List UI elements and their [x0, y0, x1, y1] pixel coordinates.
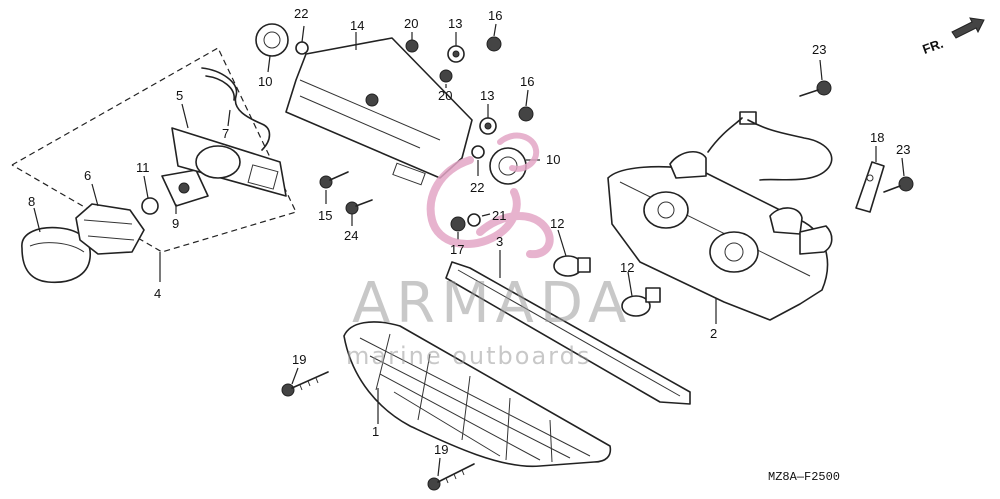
part-7-wire — [201, 67, 271, 151]
watermark-logo — [426, 132, 554, 259]
part-23-bolt-right — [883, 157, 914, 193]
part-15-screw — [319, 171, 349, 204]
front-direction-arrow — [951, 17, 985, 39]
front-direction-label: FR. — [920, 36, 945, 57]
label-6: 6 — [84, 168, 91, 183]
label-9: 9 — [172, 216, 179, 231]
part-12-bulb-b — [621, 271, 661, 317]
part-21-washer — [467, 213, 491, 227]
part-14-bracket — [285, 32, 473, 186]
part-18-bracket — [855, 146, 885, 213]
label-3: 3 — [496, 234, 503, 249]
label-13-mid: 13 — [480, 88, 494, 103]
label-21: 21 — [492, 208, 506, 223]
part-20-nut-top — [405, 32, 419, 53]
label-8: 8 — [28, 194, 35, 209]
label-2: 2 — [710, 326, 717, 341]
label-16-top: 16 — [488, 8, 502, 23]
label-22-mid: 22 — [470, 180, 484, 195]
part-2-housing — [607, 151, 833, 324]
part-22-mid — [471, 145, 485, 176]
label-5: 5 — [176, 88, 183, 103]
label-19-bottom: 19 — [434, 442, 448, 457]
part-5-reflector — [171, 103, 287, 197]
part-19-screw-top — [281, 367, 329, 397]
part-8-lens — [21, 207, 91, 284]
part-11-bulb — [141, 175, 159, 215]
part-13-nut-top — [447, 32, 465, 63]
label-23-top: 23 — [812, 42, 826, 57]
label-22-top: 22 — [294, 6, 308, 21]
part-23-bolt-top — [799, 59, 832, 97]
part-13-nut-mid — [479, 104, 497, 135]
part-24-bolt — [345, 199, 373, 226]
part-3-strip — [445, 250, 691, 405]
label-17: 17 — [450, 242, 464, 257]
label-10-right: 10 — [546, 152, 560, 167]
label-10-left: 10 — [258, 74, 272, 89]
part-10-grommet-left — [255, 23, 289, 73]
label-24: 24 — [344, 228, 358, 243]
part-2-wire — [707, 111, 833, 181]
part-6-housing — [75, 183, 145, 255]
label-15: 15 — [318, 208, 332, 223]
label-4: 4 — [154, 286, 161, 301]
part-20-nut-mid — [439, 69, 453, 88]
label-1: 1 — [372, 424, 379, 439]
part-22-top — [295, 25, 309, 55]
label-16-mid: 16 — [520, 74, 534, 89]
label-13-top: 13 — [448, 16, 462, 31]
watermark-brand: ARMADA — [352, 271, 632, 336]
part-1-lens — [343, 321, 612, 468]
label-12-b: 12 — [620, 260, 634, 275]
assembly-4-outline — [11, 47, 297, 282]
label-14: 14 — [350, 18, 364, 33]
label-20-top: 20 — [404, 16, 418, 31]
label-12-a: 12 — [550, 216, 564, 231]
label-20-mid: 20 — [438, 88, 452, 103]
label-7: 7 — [222, 126, 229, 141]
label-11: 11 — [136, 160, 150, 175]
label-18: 18 — [870, 130, 884, 145]
part-9-socket — [161, 169, 209, 214]
diagram-code: MZ8A—F2500 — [768, 470, 840, 484]
watermark-tagline: marine outboards — [346, 342, 591, 370]
part-19-screw-bottom — [427, 457, 475, 491]
part-16-nut-mid — [518, 89, 534, 122]
label-23-right: 23 — [896, 142, 910, 157]
part-12-bulb-a — [553, 229, 591, 277]
part-labels: 22 14 20 13 16 10 20 5 7 16 13 10 11 6 8… — [28, 6, 910, 457]
part-16-nut-top — [486, 23, 502, 52]
label-19-top: 19 — [292, 352, 306, 367]
part-17-nut — [450, 216, 466, 240]
